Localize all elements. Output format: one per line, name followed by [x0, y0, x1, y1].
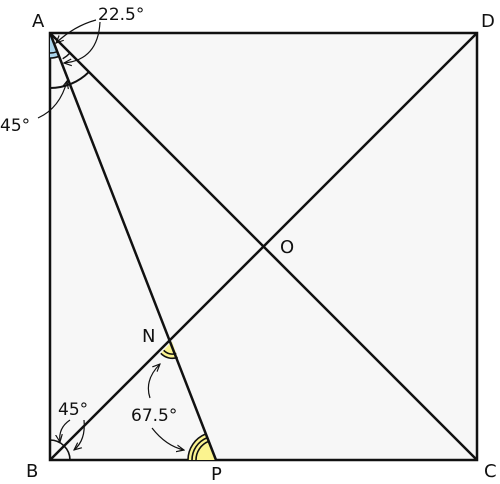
label-b: B — [26, 461, 38, 482]
label-c: C — [484, 461, 497, 482]
diagonal-bd — [49, 32, 478, 461]
angle-b-arc-2 — [63, 445, 71, 461]
angle-a-mid-arc — [62, 52, 71, 60]
arrow-22-5-right — [64, 21, 101, 63]
angle-p-fill — [188, 434, 216, 460]
label-angle-45-a: 45° — [0, 116, 30, 136]
label-n: N — [142, 326, 155, 347]
label-o: O — [280, 237, 294, 258]
label-angle-45-b: 45° — [58, 400, 88, 420]
angle-a-large-arc — [49, 71, 90, 89]
angle-p-arc-inner — [195, 440, 209, 461]
arrow-67-5-n — [147, 364, 160, 399]
angle-a-small-arc-2 — [49, 50, 58, 54]
angle-p-arc-mid — [191, 436, 208, 461]
angle-n-arc-inner — [163, 349, 177, 355]
angle-p-arc-outer — [187, 433, 206, 461]
arrow-45-b-1 — [60, 419, 71, 442]
angle-a-small-arc — [49, 55, 60, 59]
arrow-22-5-left — [56, 19, 97, 43]
label-angle-67-5: 67.5° — [131, 406, 177, 426]
angle-n-arc-outer — [160, 352, 178, 360]
arrow-67-5-p — [151, 427, 184, 450]
arrow-45-a — [37, 81, 67, 119]
label-angle-22-5: 22.5° — [98, 5, 144, 25]
label-p: P — [211, 464, 222, 484]
segment-ap — [48, 32, 218, 461]
arrow-45-b-2 — [74, 419, 85, 450]
label-a: A — [32, 11, 45, 32]
label-d: D — [481, 11, 495, 32]
